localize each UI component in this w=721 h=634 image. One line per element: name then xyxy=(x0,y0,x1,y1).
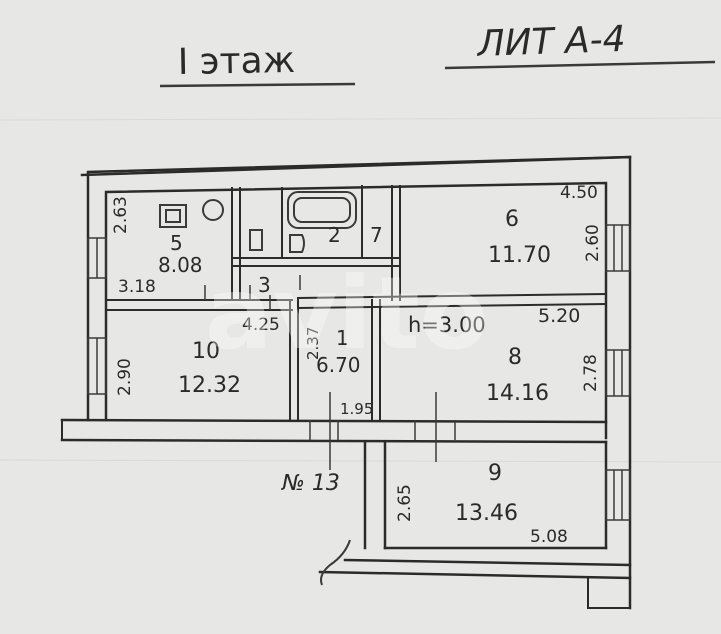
room-number-9: 9 xyxy=(488,461,502,486)
room-number-7: 7 xyxy=(370,223,383,247)
room-area-1: 6.70 xyxy=(316,353,361,377)
room-number-5: 5 xyxy=(170,231,183,255)
windows xyxy=(87,224,631,521)
dim-3-18: 3.18 xyxy=(118,277,156,297)
dim-2-78: 2.78 xyxy=(581,354,601,392)
ceiling-height-label: h=3.00 xyxy=(408,313,486,337)
sheet-label-underline xyxy=(444,60,716,70)
room-number-2: 2 xyxy=(328,223,341,247)
dim-2-60: 2.60 xyxy=(583,224,603,262)
room-area-10: 12.32 xyxy=(178,373,241,398)
paper-texture xyxy=(0,117,721,463)
watermark: avito xyxy=(205,255,488,372)
room-number-6: 6 xyxy=(505,207,519,232)
dimension-labels: 2.63 3.18 4.25 2.37 2.90 1.95 4.50 2.60 … xyxy=(111,183,603,547)
dim-2-90: 2.90 xyxy=(115,358,135,396)
dim-1-95: 1.95 xyxy=(340,400,373,418)
room-number-1: 1 xyxy=(336,326,349,350)
doorway-icon xyxy=(289,234,305,253)
sheet-label: ЛИТ А-4 xyxy=(475,19,626,65)
bathtub-icon xyxy=(287,191,357,229)
room-number-8: 8 xyxy=(508,345,522,370)
room-labels: 5 8.08 2 7 3 6 11.70 10 12.32 1 6.70 8 1… xyxy=(158,207,551,526)
room-number-10: 10 xyxy=(192,339,220,364)
dim-4-50: 4.50 xyxy=(560,183,598,203)
floor-label-underline xyxy=(159,82,356,88)
room-number-3: 3 xyxy=(258,273,271,297)
dim-5-20: 5.20 xyxy=(538,305,580,327)
sink-icon xyxy=(159,204,187,228)
dim-4-25: 4.25 xyxy=(242,315,280,335)
toilet-icon xyxy=(202,199,263,251)
dim-2-37: 2.37 xyxy=(304,327,322,360)
dim-2-65: 2.65 xyxy=(395,484,415,522)
stairwell-label: № 13 xyxy=(281,471,340,496)
room-area-5: 8.08 xyxy=(158,253,203,277)
dim-2-63: 2.63 xyxy=(111,196,131,234)
interior-walls xyxy=(105,185,608,421)
floor-label: I этаж xyxy=(177,40,295,83)
room-area-6: 11.70 xyxy=(488,243,551,268)
dim-5-08: 5.08 xyxy=(530,527,568,547)
room-area-9: 13.46 xyxy=(455,501,518,526)
door-openings xyxy=(204,275,456,470)
room-area-8: 14.16 xyxy=(486,381,549,406)
outer-walls xyxy=(60,155,632,610)
